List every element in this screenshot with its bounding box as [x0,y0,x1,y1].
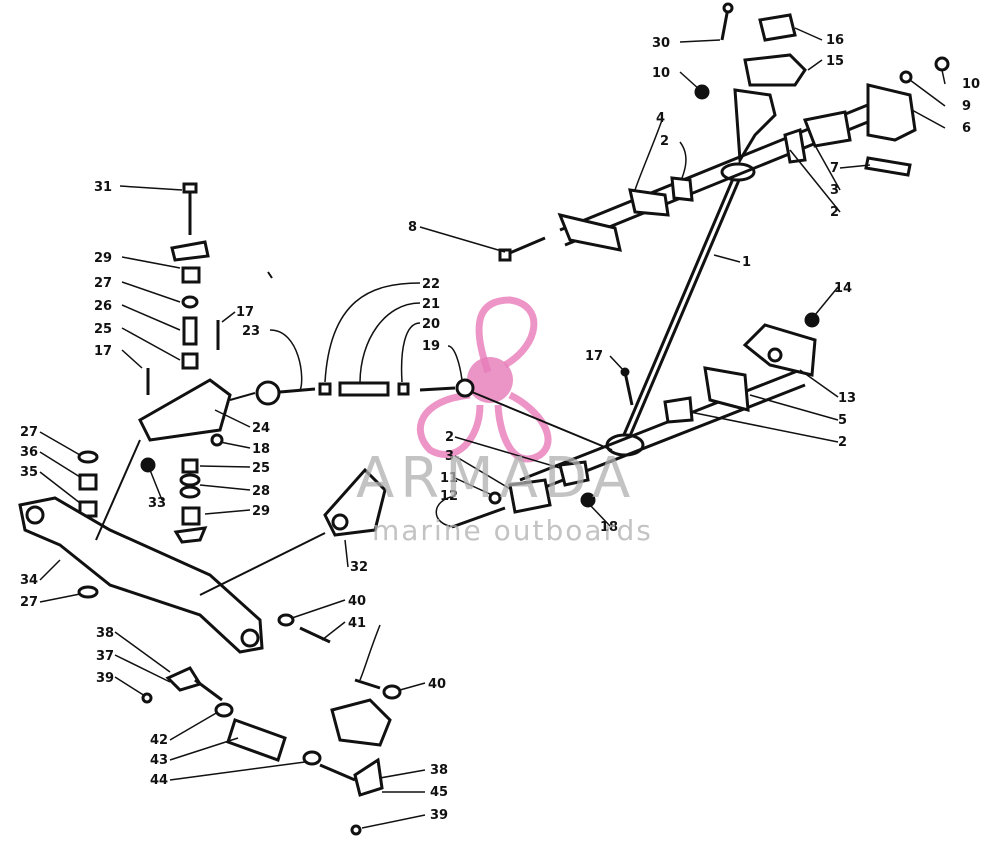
callout-15: 15 [826,54,844,69]
callout-23: 23 [242,324,260,339]
right-steering-arm [323,467,387,537]
callout-2: 2 [830,205,839,220]
callout-32: 32 [350,560,368,575]
callout-27: 27 [94,276,112,291]
callout-44: 44 [150,773,168,788]
callout-36: 36 [20,445,38,460]
callout-43: 43 [150,753,168,768]
callout-39: 39 [96,671,114,686]
callout-25: 25 [252,461,270,476]
callout-29: 29 [94,251,112,266]
tie-rod [255,378,475,406]
callout-labels: 31 29 27 26 25 17 17 23 22 21 20 19 24 1… [20,33,980,823]
callout-8: 8 [408,220,417,235]
callout-38: 38 [430,763,448,778]
callout-7: 7 [830,161,839,176]
callout-9: 9 [962,99,971,114]
left-washers [77,450,99,599]
callout-27: 27 [20,595,38,610]
callout-25: 25 [94,322,112,337]
callout-17: 17 [236,305,254,320]
stray-mark [267,271,273,279]
callout-17: 17 [94,344,112,359]
callout-11: 11 [440,471,458,486]
callout-12: 12 [440,489,458,504]
callout-1: 1 [742,255,751,270]
mount-plate [864,83,917,177]
left-pivot-stack [138,182,232,544]
callout-14: 14 [834,281,852,296]
callout-41: 41 [348,616,366,631]
callout-40: 40 [348,594,366,609]
callout-38: 38 [96,626,114,641]
callout-33: 33 [148,496,166,511]
lower-right-brackets [663,312,820,424]
callout-28: 28 [252,484,270,499]
callout-20: 20 [422,317,440,332]
callout-40: 40 [428,677,446,692]
callout-19: 19 [422,339,440,354]
callout-3: 3 [445,449,454,464]
lower-linkage [141,613,402,836]
callout-4: 4 [656,111,665,126]
callout-34: 34 [20,573,38,588]
top-clamp [743,13,807,87]
callout-42: 42 [150,733,168,748]
watermark-title: ARMADA [356,446,637,511]
callout-2: 2 [838,435,847,450]
bolt-8 [498,236,546,262]
connector-arrows [95,391,613,596]
callout-13: 13 [838,391,856,406]
callout-3: 3 [830,183,839,198]
callout-39: 39 [430,808,448,823]
callout-27: 27 [20,425,38,440]
callout-21: 21 [422,297,440,312]
callout-18: 18 [252,442,270,457]
callout-10: 10 [652,66,670,81]
callout-45: 45 [430,785,448,800]
callout-10: 10 [962,77,980,92]
callout-16: 16 [826,33,844,48]
callout-17: 17 [585,349,603,364]
propeller-logo [417,296,552,463]
callout-29: 29 [252,504,270,519]
watermark-subtitle: marine outboards [372,514,653,547]
callout-6: 6 [962,121,971,136]
callout-31: 31 [94,180,112,195]
callout-2: 2 [660,134,669,149]
top-bolt [694,2,950,100]
callout-18: 18 [600,520,618,535]
callout-24: 24 [252,421,270,436]
steering-arm [18,496,264,654]
callout-30: 30 [652,36,670,51]
callout-35: 35 [20,465,38,480]
steering-column [605,88,777,457]
leader-lines [39,27,946,829]
propeller-hub [467,357,513,403]
callout-2: 2 [445,430,454,445]
callout-5: 5 [838,413,847,428]
callout-22: 22 [422,277,440,292]
upper-brackets [557,110,852,252]
callout-26: 26 [94,299,112,314]
callout-37: 37 [96,649,114,664]
